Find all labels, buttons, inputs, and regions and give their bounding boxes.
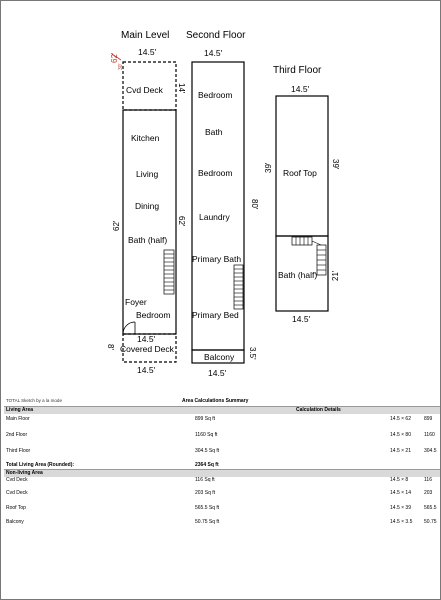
third-left-height: 39' [264, 162, 273, 173]
corner-marker [111, 53, 122, 61]
summary-title: Area Calculations Summary [182, 398, 249, 404]
room-covered-deck: Covered Deck [120, 344, 174, 354]
nonliving-area-label: Non-living Area [6, 470, 43, 476]
main-stairs [163, 249, 175, 295]
row-name: Main Floor [6, 416, 30, 422]
room-primary-bed: Primary Bed [192, 310, 239, 320]
room-laundry: Laundry [199, 212, 230, 222]
third-floor-title: Third Floor [273, 65, 322, 76]
room-bedroom-2a: Bedroom [198, 90, 233, 100]
third-bath-height: 21' [331, 270, 340, 281]
row-calc: 14.5 × 39 [390, 505, 411, 511]
covered-deck-height: 8' [106, 344, 115, 350]
row-calc: 14.5 × 80 [390, 432, 411, 438]
second-top-width: 14.5' [204, 48, 223, 58]
living-area-header: Living Area Calculation Details [4, 406, 440, 414]
main-corner-dim-a: 62' [110, 52, 119, 63]
table-row: Cvd Deck 116 Sq ft 14.5 × 8 116 [4, 477, 440, 484]
second-left-height: 62' [177, 216, 186, 227]
table-row: Roof Top 565.5 Sq ft 14.5 × 39 565.5 [4, 505, 440, 512]
main-door-swing [122, 321, 136, 335]
room-balcony: Balcony [204, 352, 235, 362]
summary-caption: TOTAL Sketch by a la mode [6, 398, 62, 403]
room-foyer: Foyer [125, 297, 147, 307]
covered-deck-outline [122, 333, 177, 363]
room-cvd-deck: Cvd Deck [126, 85, 163, 95]
cvd-deck-height: 14' [177, 83, 186, 94]
table-row: Balcony 50.75 Sq ft 14.5 × 3.5 50.75 [4, 519, 440, 526]
row-area: 1160 Sq ft [195, 432, 218, 438]
room-bath-2: Bath [205, 127, 223, 137]
row-name: 2nd Floor [6, 432, 28, 438]
room-primary-bath: Primary Bath [192, 254, 242, 264]
row-result: 1160 [424, 432, 435, 438]
row-area: 565.5 Sq ft [195, 505, 220, 511]
table-row: 2nd Floor 1160 Sq ft 14.5 × 80 1160 [4, 432, 440, 439]
third-right-height: 39' [331, 159, 340, 170]
third-stairs [291, 236, 327, 276]
total-value: 2364 Sq ft [195, 462, 219, 468]
total-row: Total Living Area (Rounded): 2364 Sq ft [4, 462, 440, 469]
main-top-width: 14.5' [138, 47, 157, 57]
third-bottom-width: 14.5' [292, 314, 311, 324]
second-floor-outline [191, 61, 245, 351]
third-floor-outline [275, 235, 329, 312]
table-row: Main Floor 899 Sq ft 14.5 × 62 899 [4, 416, 440, 423]
row-result: 565.5 [424, 505, 437, 511]
second-bottom-width: 14.5' [208, 368, 227, 378]
row-result: 116 [424, 477, 432, 483]
room-bedroom-2b: Bedroom [198, 168, 233, 178]
room-dining: Dining [135, 201, 160, 211]
room-bedroom-main: Bedroom [136, 310, 171, 320]
balcony-height: 3.5' [248, 347, 257, 360]
row-name: Balcony [6, 519, 24, 525]
row-name: Third Floor [6, 448, 31, 454]
room-bath-half-third: Bath (half) [278, 270, 318, 280]
main-level-title: Main Level [121, 30, 170, 41]
row-area: 203 Sq ft [195, 490, 216, 496]
row-calc: 14.5 × 8 [390, 477, 409, 483]
row-calc: 14.5 × 14 [390, 490, 411, 496]
row-calc: 14.5 × 62 [390, 416, 411, 422]
second-right-height: 80' [250, 199, 259, 210]
row-result: 899 [424, 416, 433, 422]
row-name: Cvd Deck [6, 490, 28, 496]
row-name: Roof Top [6, 505, 26, 511]
third-top-width: 14.5' [291, 84, 310, 94]
room-living: Living [136, 169, 159, 179]
table-row: Cvd Deck 203 Sq ft 14.5 × 14 203 [4, 490, 440, 497]
main-corner-dim-b: 30' [118, 63, 124, 70]
roof-top-outline [275, 95, 329, 237]
nonliving-area-header: Non-living Area [4, 469, 440, 477]
row-result: 304.5 [424, 448, 437, 454]
total-label: Total Living Area (Rounded): [6, 462, 75, 468]
second-stairs [233, 264, 244, 310]
room-bath-half-main: Bath (half) [128, 235, 168, 245]
row-result: 50.75 [424, 519, 437, 525]
calc-details-label: Calculation Details [296, 407, 341, 413]
row-area: 50.75 Sq ft [195, 519, 220, 525]
main-bottom-width: 14.5' [137, 365, 156, 375]
row-calc: 14.5 × 21 [390, 448, 411, 454]
balcony-outline [191, 349, 245, 364]
second-floor-title: Second Floor [186, 30, 246, 41]
row-name: Cvd Deck [6, 477, 28, 483]
main-left-height: 62' [112, 220, 121, 231]
living-area-label: Living Area [6, 407, 34, 413]
row-calc: 14.5 × 3.5 [390, 519, 413, 525]
room-kitchen: Kitchen [131, 133, 160, 143]
row-result: 203 [424, 490, 433, 496]
room-roof-top: Roof Top [283, 168, 317, 178]
main-mid-width: 14.5' [137, 334, 156, 344]
row-area: 899 Sq ft [195, 416, 216, 422]
row-area: 116 Sq ft [195, 477, 215, 483]
table-row: Third Floor 304.5 Sq ft 14.5 × 21 304.5 [4, 448, 440, 455]
row-area: 304.5 Sq ft [195, 448, 220, 454]
